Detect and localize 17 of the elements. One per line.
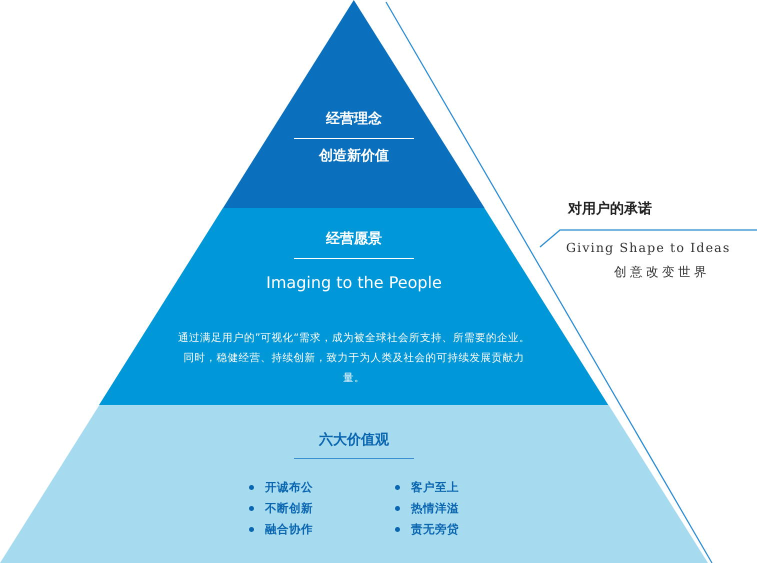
pyramid-tier xyxy=(223,0,485,208)
tier-subheading: Imaging to the People xyxy=(265,273,443,292)
list-item: 热情洋溢 xyxy=(395,501,459,516)
list-item: 开诚布公 xyxy=(249,480,313,495)
tier-description: 通过满足用户的”可视化“需求，成为被全球社会所支持、所需要的企业。同时，稳健经营、持续创新，致力于为人类及社会的可持续发展贡献力量。 xyxy=(177,331,531,386)
slogan: Giving Shape to Ideas xyxy=(566,240,730,255)
callout-heading: 对用户的承诺 xyxy=(568,200,652,218)
tier-heading: 经营愿景 xyxy=(324,230,383,248)
list-item: 责无旁贷 xyxy=(395,522,459,537)
pyramid-tier xyxy=(0,405,708,563)
list-item: 融合协作 xyxy=(249,522,313,537)
tier-heading: 六大价值观 xyxy=(318,431,390,449)
list-item: 不断创新 xyxy=(249,501,313,516)
tier-subheading: 创造新价值 xyxy=(318,147,390,165)
list-item: 客户至上 xyxy=(395,480,459,495)
slogan-translation: 创意改变世界 xyxy=(614,264,710,281)
tier-heading: 经营理念 xyxy=(324,110,383,128)
